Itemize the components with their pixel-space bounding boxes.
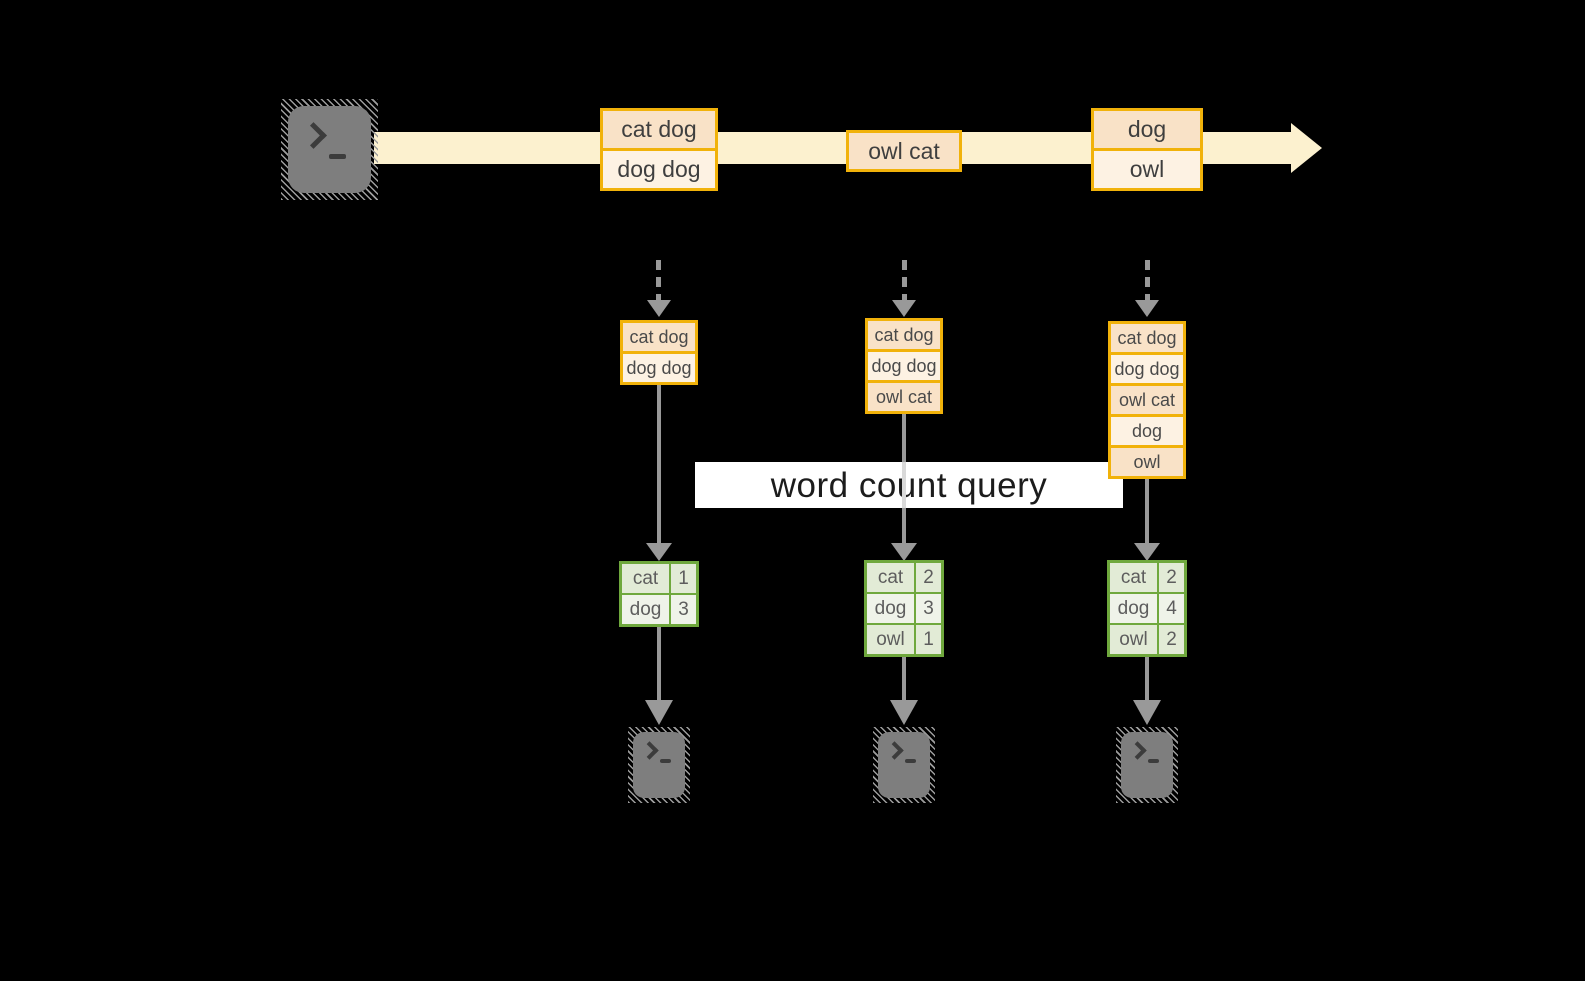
prompt-underscore-icon (660, 759, 671, 763)
stream-batch-2: owl cat (846, 130, 962, 172)
input-event: cat dog (868, 321, 940, 349)
stream-event: owl (1094, 148, 1200, 188)
count-word: owl (1110, 625, 1157, 654)
terminal-body (1121, 732, 1173, 798)
dashed-arrow-head (892, 300, 916, 317)
connector-arrow-head (645, 700, 673, 725)
dashed-arrow-line (1145, 260, 1150, 302)
input-event: dog dog (1111, 352, 1183, 383)
prompt-chevron-icon (885, 741, 904, 760)
count-value: 1 (916, 625, 941, 654)
count-value: 4 (1159, 594, 1184, 623)
stream-batch-1: cat dog dog dog (600, 108, 718, 191)
dashed-arrow-line (902, 260, 907, 302)
count-word: dog (867, 594, 914, 623)
count-word: cat (622, 564, 669, 593)
input-event: owl (1111, 445, 1183, 476)
input-event: owl cat (868, 380, 940, 411)
connector-line (657, 385, 661, 543)
dashed-arrow-line (656, 260, 661, 302)
connector-line (1145, 479, 1149, 543)
count-table-3: cat 2 dog 4 owl 2 (1107, 560, 1187, 657)
stream-batch-3: dog owl (1091, 108, 1203, 191)
connector-line (902, 657, 906, 700)
count-table-1: cat 1 dog 3 (619, 561, 699, 627)
stream-event: cat dog (603, 111, 715, 148)
connector-line-through-banner (902, 462, 906, 508)
stream-event: owl cat (849, 133, 959, 169)
input-event: cat dog (623, 323, 695, 351)
stream-arrow-head (1291, 123, 1322, 173)
connector-arrow-head (1133, 700, 1161, 725)
stream-event: dog (1094, 111, 1200, 148)
count-value: 2 (1159, 625, 1184, 654)
prompt-chevron-icon (640, 741, 659, 760)
count-word: cat (867, 563, 914, 592)
terminal-output-icon (628, 727, 690, 803)
connector-line (902, 508, 906, 543)
count-word: owl (867, 625, 914, 654)
terminal-body (633, 732, 685, 798)
dashed-arrow-head (1135, 300, 1159, 317)
connector-line (1145, 657, 1149, 700)
prompt-underscore-icon (1148, 759, 1159, 763)
count-value: 2 (916, 563, 941, 592)
count-word: dog (1110, 594, 1157, 623)
input-event: dog dog (623, 351, 695, 382)
input-event: dog dog (868, 349, 940, 380)
connector-arrow-head (1134, 543, 1160, 561)
terminal-body (288, 106, 371, 193)
connector-line (657, 627, 661, 700)
input-event: owl cat (1111, 383, 1183, 414)
count-value: 1 (671, 564, 696, 593)
prompt-chevron-icon (1128, 741, 1147, 760)
terminal-source-icon (281, 99, 378, 200)
input-event: cat dog (1111, 324, 1183, 352)
count-word: cat (1110, 563, 1157, 592)
prompt-underscore-icon (329, 154, 346, 159)
terminal-output-icon (873, 727, 935, 803)
connector-arrow-head (890, 700, 918, 725)
connector-arrow-head (891, 543, 917, 561)
input-event: dog (1111, 414, 1183, 445)
prompt-underscore-icon (905, 759, 916, 763)
query-label-banner: word count query (695, 462, 1123, 508)
terminal-body (878, 732, 930, 798)
terminal-output-icon (1116, 727, 1178, 803)
count-value: 3 (916, 594, 941, 623)
connector-arrow-head (646, 543, 672, 561)
connector-line (902, 414, 906, 462)
input-stack-3: cat dog dog dog owl cat dog owl (1108, 321, 1186, 479)
count-value: 2 (1159, 563, 1184, 592)
stream-event: dog dog (603, 148, 715, 188)
input-stack-1: cat dog dog dog (620, 320, 698, 385)
count-table-2: cat 2 dog 3 owl 1 (864, 560, 944, 657)
input-stack-2: cat dog dog dog owl cat (865, 318, 943, 414)
count-word: dog (622, 595, 669, 624)
dashed-arrow-head (647, 300, 671, 317)
prompt-chevron-icon (300, 122, 327, 149)
count-value: 3 (671, 595, 696, 624)
